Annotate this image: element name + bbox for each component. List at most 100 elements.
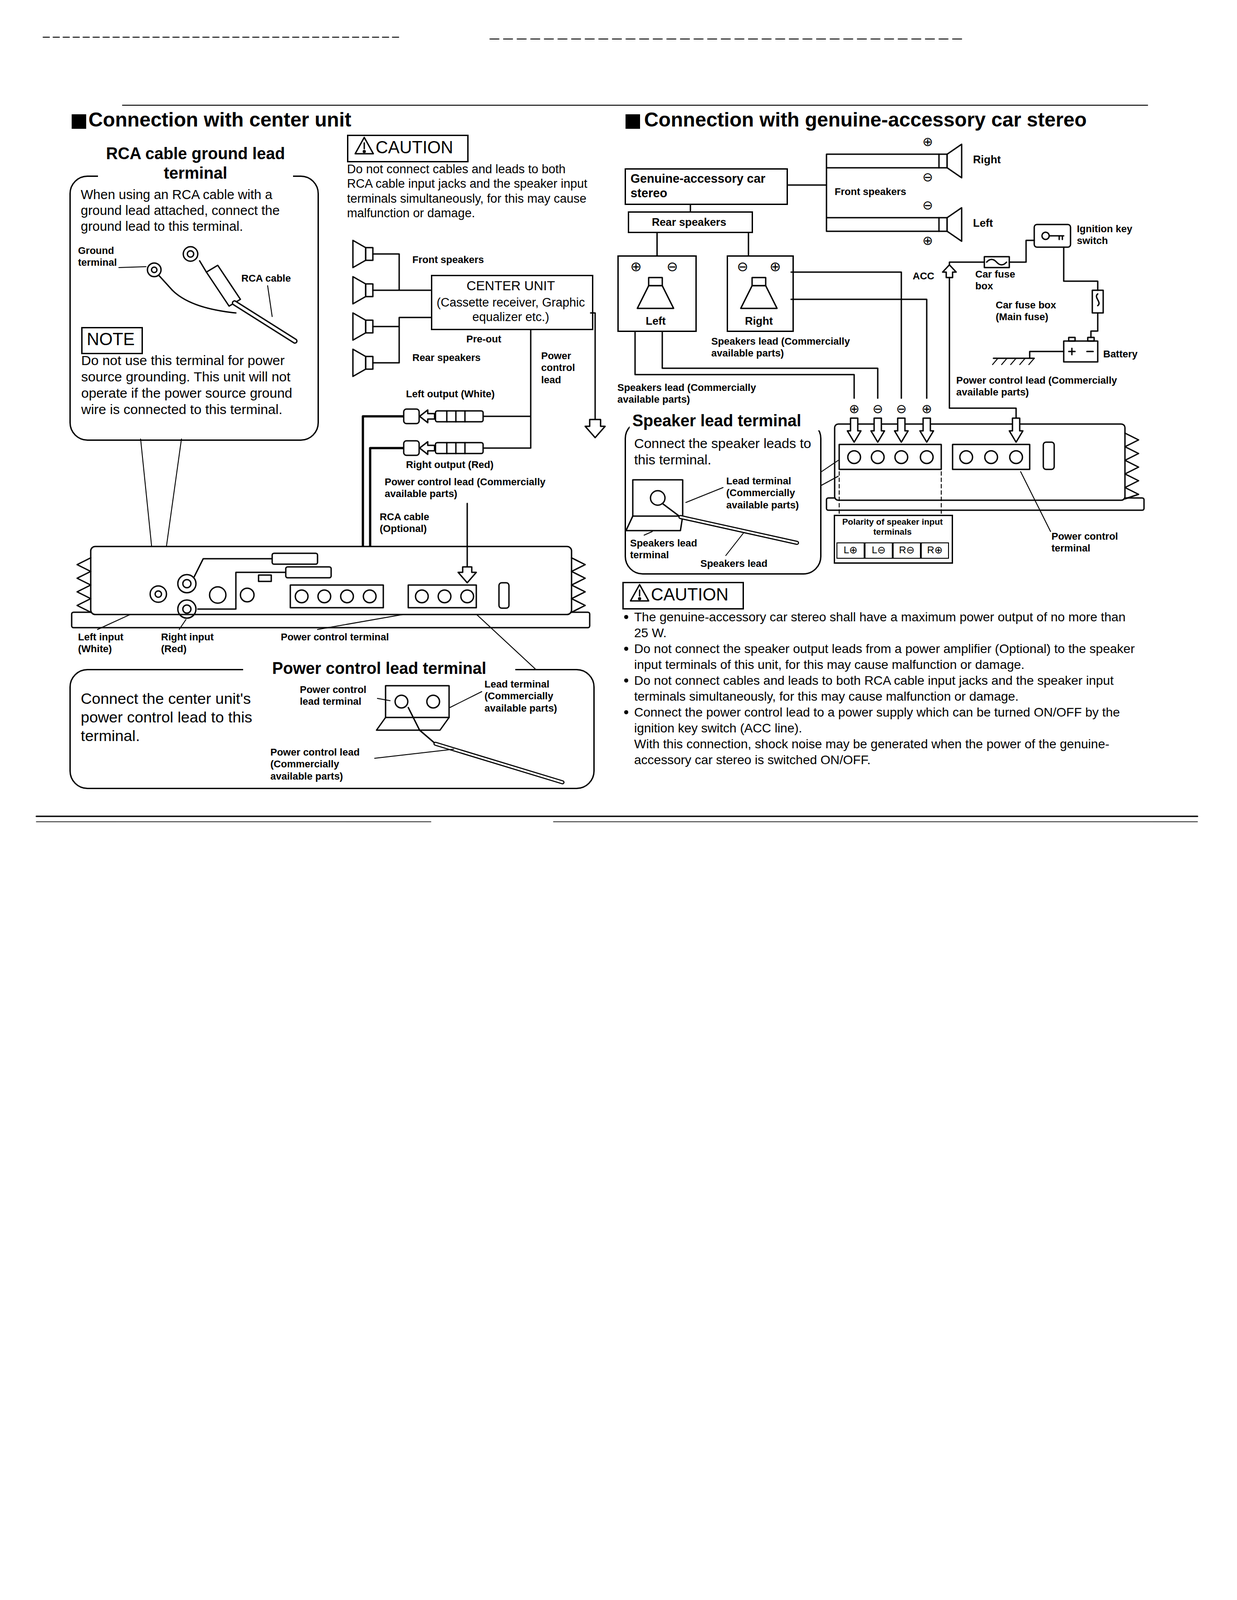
caution-item: Do not connect the speaker output leads … [634, 640, 1135, 673]
part-label: Battery [1103, 348, 1138, 361]
leader-line [685, 487, 724, 503]
part-label: Power control lead (Commercially availab… [384, 476, 558, 501]
amplifier-body [155, 591, 162, 598]
rca-plug [403, 440, 420, 456]
polarity-mark: ⊖ [871, 401, 885, 417]
speaker-icon [752, 277, 766, 286]
speaker-icon [352, 240, 366, 268]
amplifier-body [959, 450, 973, 464]
terminal-arrow [919, 418, 934, 443]
polarity-table: Polarity of speaker input terminalsL⊕L⊖R… [833, 514, 954, 564]
page-rule [122, 104, 1148, 106]
part-label: Power control lead (Commercially availab… [956, 374, 1129, 399]
part-label: Lead terminal (Commercially available pa… [484, 678, 585, 715]
connector [748, 233, 750, 256]
polarity-mark: ⊖ [920, 197, 935, 214]
ground-terminal-drawing [187, 250, 194, 258]
speaker-box: ⊖ ⊕ Right [726, 255, 794, 333]
speaker-name: Right [728, 314, 790, 328]
terminal-drawing [435, 743, 563, 783]
amplifier-body [460, 590, 474, 603]
terminal-drawing [662, 503, 681, 518]
callout-box: Power control lead terminalConnect the c… [69, 669, 595, 790]
leader-line [374, 749, 454, 759]
polarity-mark: ⊖ [894, 401, 908, 417]
speaker-icon [648, 277, 663, 286]
terminal-arrow [1009, 418, 1023, 443]
terminal-arrow [894, 418, 909, 443]
callout-box: Speaker lead terminalConnect the speaker… [624, 420, 822, 575]
heading-square [71, 114, 87, 129]
signal-name: ACC [912, 270, 935, 283]
stereo-name: Genuine-accessory car stereo [630, 171, 783, 201]
rca-plug [419, 441, 435, 455]
polarity-mark: ⊖ [920, 169, 935, 186]
amplifier-body [498, 582, 509, 609]
bullet-dot [624, 615, 629, 620]
connector [656, 233, 658, 256]
polarity-mark: ⊕ [766, 258, 785, 275]
speaker-wire [635, 272, 927, 399]
ignition-switch [1034, 224, 1071, 248]
acc-wire [949, 240, 1035, 265]
warning-icon [363, 150, 366, 153]
amplifier-body [571, 557, 586, 613]
amplifier-body [258, 575, 272, 582]
amplifier-body [295, 590, 309, 603]
amplifier-body [317, 590, 331, 603]
speaker-icon [352, 240, 373, 377]
part-label: Front speakers [834, 185, 907, 198]
ground-terminal-drawing [151, 267, 157, 273]
terminal-arrow [847, 418, 861, 443]
terminal-arrow [847, 418, 1023, 443]
polarity-mark: ⊖ [733, 258, 752, 275]
power-control-lead [458, 503, 477, 583]
rca-plug [194, 558, 286, 610]
caution-item: The genuine-accessory car stereo shall h… [634, 609, 1135, 641]
bullet-item: Connect the power control lead to a powe… [622, 704, 1135, 737]
acc-wire [986, 259, 1007, 265]
rca-plug [285, 567, 332, 578]
amplifier-body [984, 450, 998, 464]
ignition-switch [1041, 232, 1050, 240]
speaker-wire [372, 254, 431, 363]
speaker-icon [352, 276, 366, 304]
leader-line [374, 691, 482, 759]
amplifier-body [182, 579, 191, 588]
part-label: Speakers lead (Commercially available pa… [711, 335, 893, 360]
polarity-mark: ⊕ [847, 401, 861, 417]
amplifier-body [839, 444, 942, 470]
leader-line [821, 460, 839, 486]
page-rule [36, 816, 1198, 818]
group-name: Rear speakers [629, 215, 749, 230]
part-label: Ground terminal [78, 244, 137, 269]
bullet-dot [624, 710, 629, 715]
amplifier-body [240, 588, 255, 602]
group-box: Rear speakers [627, 211, 753, 234]
speaker-wire [787, 154, 939, 232]
part-label: Right output (Red) [405, 459, 494, 471]
polarity-mark: ⊕ [920, 134, 935, 150]
amplifier-body [290, 585, 384, 608]
page-rule [43, 36, 400, 38]
page-rule [553, 821, 1198, 823]
stereo-box: Genuine-accessory car stereo [624, 168, 788, 206]
table-cell: L⊖ [864, 542, 893, 559]
leader-line [118, 266, 147, 268]
note-heading: NOTE [82, 329, 139, 351]
leader-line [377, 698, 391, 701]
terminal-drawing [376, 717, 450, 731]
amplifier-body [871, 450, 885, 464]
part-label: Front speakers [412, 254, 485, 266]
battery-wire [1092, 290, 1104, 313]
amplifier-body [1124, 433, 1139, 499]
part-label: Speakers lead (Commercially available pa… [617, 381, 799, 406]
page-rule [36, 37, 1198, 822]
part-label: RCA cable (Optional) [379, 511, 448, 536]
leader-line [644, 531, 653, 536]
battery-wire [992, 247, 1104, 365]
polarity-mark: ⊕ [626, 258, 646, 275]
amplifier-body [177, 600, 196, 619]
part-label: Speakers lead [700, 557, 792, 570]
